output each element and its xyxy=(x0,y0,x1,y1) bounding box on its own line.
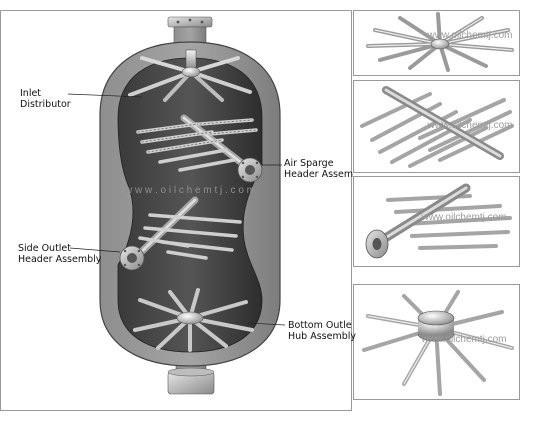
vessel-watermark: w w w . o i l c h e m t j . c o m xyxy=(124,185,255,196)
callout-air-sparge: Air Sparge Header Assem xyxy=(284,158,353,180)
bottom-outlet-hub xyxy=(133,288,254,352)
panel-4-hub-illustration xyxy=(362,290,514,396)
panel-2-header-illustration xyxy=(360,86,514,168)
callout-side-outlet: Side Outlet Header Assembly xyxy=(18,243,101,265)
callout-side-outlet-line1: Side Outlet xyxy=(18,243,71,254)
callout-inlet-line2: Distributor xyxy=(20,99,71,110)
vessel-frame xyxy=(0,10,352,411)
callout-bottom-outlet: Bottom Outle Hub Assembly xyxy=(288,320,356,342)
inlet-distributor xyxy=(128,49,252,102)
panel-2-frame xyxy=(353,80,520,173)
panel-4-watermark: www.oilchemtj.com xyxy=(420,334,506,345)
callout-bottom-outlet-line2: Hub Assembly xyxy=(288,331,357,342)
callout-air-sparge-line1: Air Sparge xyxy=(284,158,334,169)
callout-inlet-line1: Inlet xyxy=(20,88,42,99)
panel-2-watermark: www.oilchemtj.com xyxy=(426,120,512,131)
side-outlet-assembly xyxy=(119,196,242,271)
panel-1-watermark: www.oilchemtj.com xyxy=(426,30,512,41)
callout-air-sparge-line2: Header Assem xyxy=(284,169,354,180)
panel-3-flanged-header-illustration xyxy=(365,183,512,259)
callout-inlet-distributor: Inlet Distributor xyxy=(20,88,71,110)
air-sparge-assembly xyxy=(136,114,263,183)
panel-3-watermark: www.oilchemtj.com xyxy=(420,212,506,223)
panel-1-distributor-illustration xyxy=(366,12,514,72)
leader-lines xyxy=(67,93,286,326)
callout-side-outlet-line2: Header Assembly xyxy=(18,254,102,265)
callout-bottom-outlet-line1: Bottom Outle xyxy=(288,320,352,331)
